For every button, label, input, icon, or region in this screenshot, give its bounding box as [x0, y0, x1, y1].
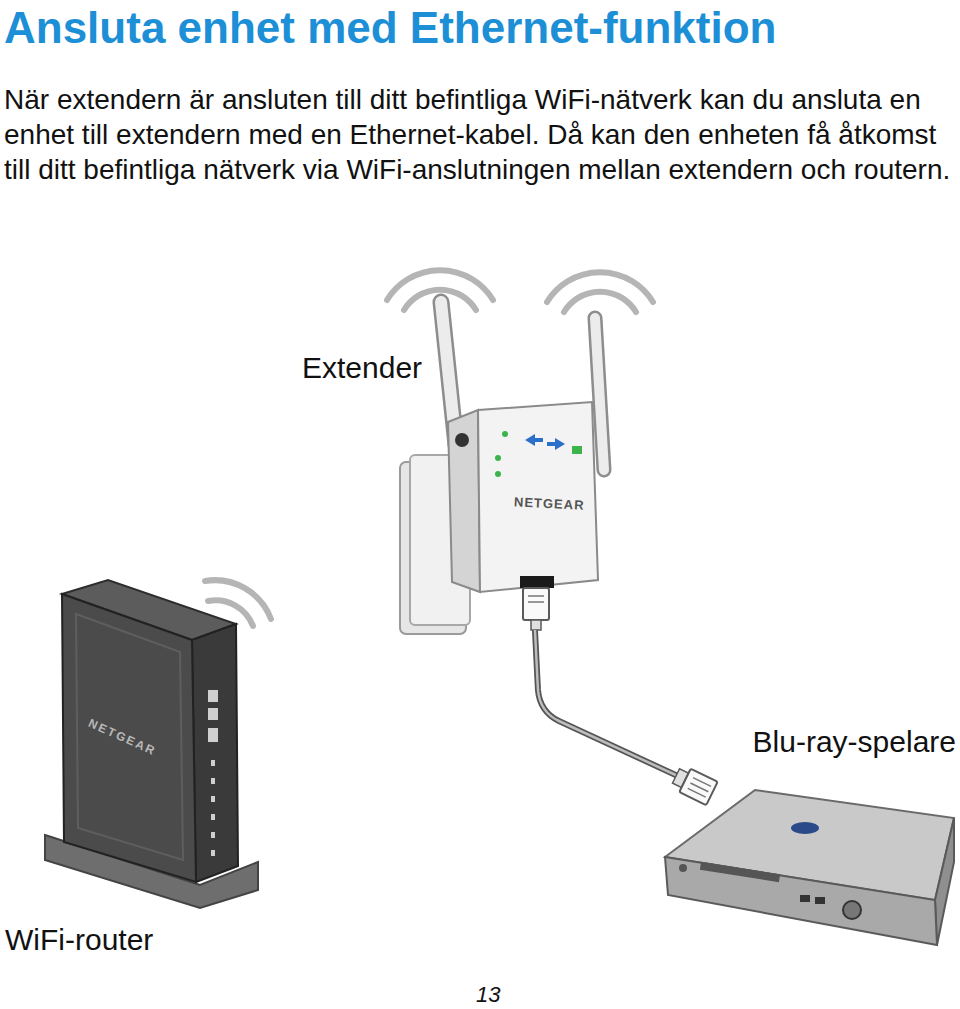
page-number: 13 — [476, 983, 500, 1007]
antenna — [595, 318, 604, 470]
antenna-joint — [455, 433, 469, 447]
player-side — [935, 818, 954, 945]
router-device: WiFi-router — [5, 570, 270, 960]
plug-detail — [528, 601, 544, 603]
page-title: Ansluta enhet med Ethernet-funktion — [4, 2, 776, 54]
router-side — [192, 624, 238, 882]
ethernet-cable — [535, 630, 680, 777]
led — [211, 850, 215, 856]
disc-logo — [791, 822, 819, 834]
led — [211, 832, 215, 838]
ethernet-plug — [523, 588, 549, 620]
led — [495, 471, 501, 477]
router-port — [208, 690, 218, 702]
brand-text: NETGEAR — [86, 716, 158, 758]
antenna — [595, 318, 604, 470]
player-button — [815, 897, 825, 904]
brand-text: NETGEAR — [514, 494, 585, 513]
plug-detail — [528, 595, 544, 597]
player-front — [665, 857, 937, 945]
player-device: Blu-ray-spelare — [660, 785, 956, 950]
led — [572, 446, 582, 454]
led — [211, 814, 215, 820]
wifi-arc — [564, 292, 636, 312]
router-leds — [208, 690, 218, 856]
plug-body — [679, 769, 717, 806]
plug-detail — [688, 788, 706, 797]
led — [502, 431, 508, 437]
router-panel — [76, 614, 183, 860]
wifi-waves — [205, 270, 653, 626]
wifi-arc — [205, 580, 271, 619]
power-button — [679, 864, 687, 872]
cable-outline — [535, 630, 680, 777]
led-arrow — [547, 438, 565, 450]
device-label: Blu-ray-spelare — [753, 724, 956, 760]
device-label: Extender — [302, 350, 422, 386]
cable-core — [535, 630, 680, 777]
router-port — [208, 708, 218, 720]
extender-side — [448, 410, 480, 592]
led — [211, 796, 215, 802]
ethernet-port — [520, 576, 554, 588]
led — [495, 455, 501, 461]
player-button — [800, 895, 810, 902]
ethernet-plug — [670, 764, 717, 805]
player-dial — [843, 901, 861, 919]
extender-device: Extender — [300, 280, 630, 630]
router-front — [62, 594, 196, 882]
extender-front — [478, 402, 598, 592]
led — [211, 760, 215, 766]
router-port — [208, 728, 218, 742]
device-label: WiFi-router — [5, 922, 153, 958]
led-arrow — [525, 434, 543, 446]
wifi-arc — [547, 272, 653, 302]
body-text: När extendern är ansluten till ditt befi… — [4, 82, 956, 187]
led — [211, 778, 215, 784]
plug-boot — [531, 620, 541, 630]
disc-slot — [700, 862, 780, 882]
